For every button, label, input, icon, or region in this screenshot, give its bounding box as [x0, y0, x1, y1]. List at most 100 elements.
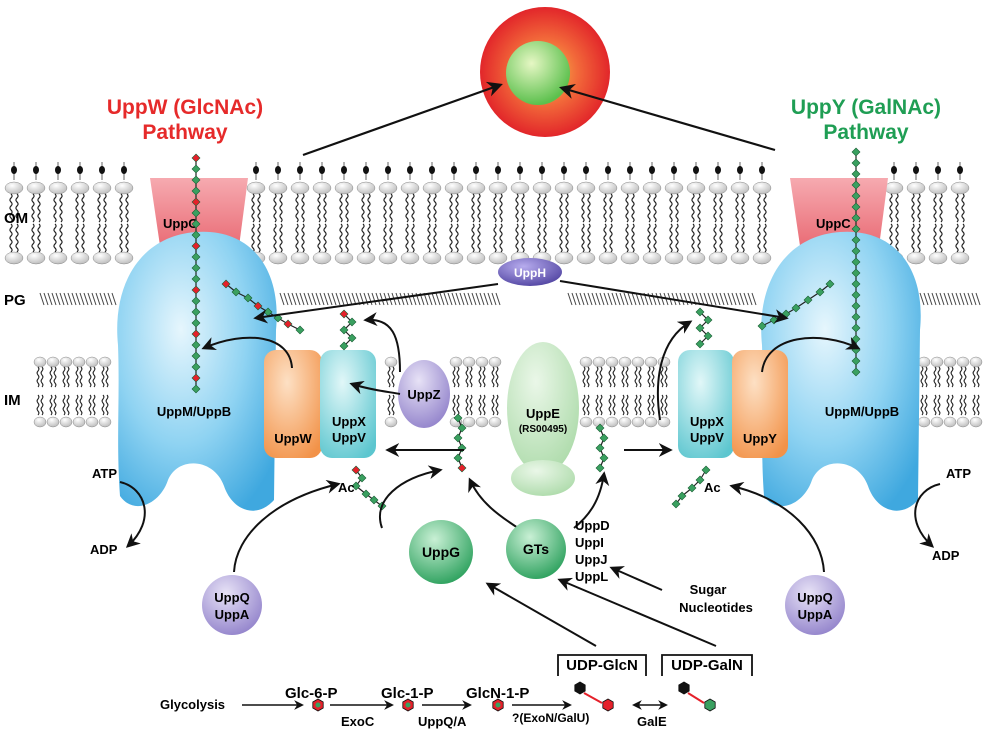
acetyl-right-label: Ac	[704, 480, 721, 495]
pg-strand	[923, 292, 929, 306]
uppe-label: UppE	[526, 406, 560, 421]
pg-strand	[455, 292, 461, 306]
sugar-label: Sugar	[690, 582, 727, 597]
sugar-unit	[191, 296, 201, 306]
sugar-unit	[851, 191, 861, 201]
sugar-unit	[347, 333, 357, 343]
pg-strand	[715, 292, 721, 306]
uppa-left-label: UppA	[215, 607, 250, 622]
pg-strand	[367, 292, 373, 306]
pg-strand	[307, 292, 313, 306]
om-lipid	[48, 162, 68, 265]
gts-list-item-1: UppD	[575, 518, 610, 533]
sugar-unit	[347, 317, 357, 327]
uppx-left-chain-bottom	[355, 469, 383, 507]
sugar-unit	[191, 197, 201, 207]
om-lipid	[576, 162, 596, 265]
pg-strand	[459, 292, 465, 306]
sugar-unit	[851, 312, 861, 322]
uppc-left-label: UppC	[163, 216, 198, 231]
im-lipid	[98, 356, 112, 428]
om-lipid	[356, 162, 376, 265]
pg-strand	[467, 292, 473, 306]
sugar-unit	[453, 413, 463, 423]
om-lipid	[664, 162, 684, 265]
pg-strand	[371, 292, 377, 306]
sugar-unit	[677, 491, 687, 501]
pg-strand	[427, 292, 433, 306]
enzyme-exoc: ExoC	[341, 714, 375, 729]
sugar-unit	[191, 241, 201, 251]
im-lipid	[46, 356, 60, 428]
im-lipid	[956, 356, 970, 428]
pg-strand	[731, 292, 737, 306]
sugar-unit	[851, 323, 861, 333]
uppy-protein	[732, 350, 788, 458]
pg-strand	[595, 292, 601, 306]
phosphate-icon	[405, 702, 411, 708]
sugar-unit	[695, 339, 705, 349]
pg-strand	[327, 292, 333, 306]
sugar-unit	[351, 465, 361, 475]
pg-strand	[699, 292, 705, 306]
om-lipid	[488, 162, 508, 265]
pg-strand	[435, 292, 441, 306]
uppy-label: UppY	[743, 431, 777, 446]
sugar-unit	[191, 362, 201, 372]
pg-strand	[655, 292, 661, 306]
uppg-protein	[409, 520, 473, 584]
im-lipid	[59, 356, 73, 428]
uppe-locus-label: (RS00495)	[519, 424, 567, 435]
om-lipid	[378, 162, 398, 265]
pg-strand	[51, 292, 57, 306]
pg-strand	[443, 292, 449, 306]
sugar-unit	[695, 323, 705, 333]
om-lipid	[686, 162, 706, 265]
om-lipid	[554, 162, 574, 265]
pg-strand	[323, 292, 329, 306]
sugar-unit	[243, 293, 253, 303]
im-lipid	[644, 356, 658, 428]
pg-strand	[83, 292, 89, 306]
pg-strand	[463, 292, 469, 306]
sugar-unit	[191, 175, 201, 185]
metabolite-glc1p: Glc-1-P	[381, 685, 434, 702]
uppw-label: UppW	[274, 431, 312, 446]
pg-strand	[947, 292, 953, 306]
sugar-unit	[851, 301, 861, 311]
sugar-unit	[339, 325, 349, 335]
pg-strand	[959, 292, 965, 306]
uppqa-left-protein	[202, 575, 262, 635]
sugar-unit	[191, 285, 201, 295]
hexose-ring-icon	[678, 681, 690, 695]
sugar-unit	[851, 367, 861, 377]
biosynthesis-pathway: Glycolysis Glc-6-P ExoC Glc-1-P UppQ/A G…	[160, 654, 753, 729]
pg-strand	[379, 292, 385, 306]
pg-strand	[71, 292, 77, 306]
pg-strand	[583, 292, 589, 306]
pg-strand	[47, 292, 53, 306]
sugar-unit	[851, 224, 861, 234]
sugar-unit	[851, 158, 861, 168]
sugar-unit	[695, 307, 705, 317]
bond-icon	[583, 692, 603, 704]
sugar-unit	[231, 287, 241, 297]
upph-label: UppH	[514, 266, 546, 280]
uppmb-complex-right	[761, 231, 921, 511]
pg-strand	[339, 292, 345, 306]
om-lipid	[532, 162, 552, 265]
pg-strand	[579, 292, 585, 306]
pg-strand	[475, 292, 481, 306]
sugar-unit	[191, 318, 201, 328]
sugar-unit	[851, 268, 861, 278]
pg-strand	[975, 292, 981, 306]
sugar-unit	[851, 169, 861, 179]
pg-strand	[375, 292, 381, 306]
om-lipid	[92, 162, 112, 265]
sugar-unit	[851, 257, 861, 267]
sugar-unit	[191, 186, 201, 196]
hexose-ring-icon	[704, 698, 716, 712]
metabolite-udp-galn: UDP-GalN	[671, 657, 743, 674]
pg-strand	[299, 292, 305, 306]
gts-list-item-2: UppI	[575, 535, 604, 550]
